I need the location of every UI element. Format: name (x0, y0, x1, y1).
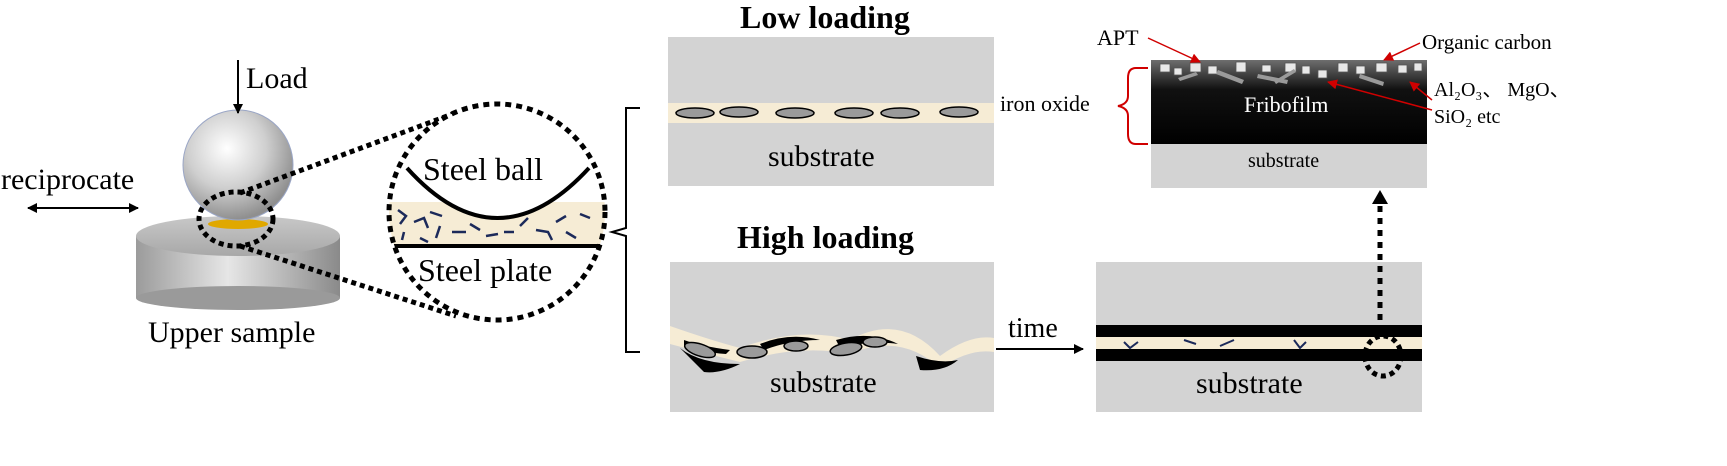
steel-ball-label: Steel ball (423, 151, 543, 187)
low-substrate-label: substrate (768, 140, 875, 173)
after-substrate-label: substrate (1196, 367, 1303, 400)
test-setup: Load reciprocate Upper sample (1, 60, 459, 349)
oxides-arrow-2 (1327, 79, 1433, 111)
tribofilm-label: Fribofilm (1244, 92, 1328, 117)
organic-carbon-label: Organic carbon (1422, 30, 1552, 54)
high-loading-panel: High loading substrate (670, 219, 994, 412)
magnify-line-top (239, 109, 459, 196)
tribofilm-substrate (1151, 143, 1427, 188)
low-top-block (668, 37, 994, 103)
steel-ball (182, 109, 294, 221)
magnify-dotted-circle (386, 101, 608, 323)
steel-plate-label: Steel plate (418, 252, 552, 288)
oxides-arrow-1 (1409, 81, 1433, 101)
high-oxide-particles (683, 336, 888, 359)
apt-label: APT (1097, 25, 1139, 50)
organic-carbon-arrow (1383, 42, 1421, 61)
lower-cylinder (136, 216, 340, 310)
low-substrate (668, 123, 994, 186)
load-label: Load (246, 62, 308, 95)
high-loading-title: High loading (737, 219, 914, 255)
contact-zone (208, 219, 268, 229)
after-oxide-layer (1096, 337, 1422, 349)
tribofilm-substrate-label: substrate (1248, 150, 1319, 172)
tribofilm-panel: Fribofilm substrate APT Organic carbon A… (1097, 25, 1570, 188)
zoom-up-arrowhead (1372, 190, 1388, 204)
after-film-bottom (1096, 349, 1422, 361)
wear-debris (397, 209, 591, 244)
after-debris (1123, 339, 1307, 350)
surface-particles (1159, 61, 1423, 79)
after-time-panel: substrate (1096, 190, 1422, 412)
high-substrate-label: substrate (770, 366, 877, 399)
tribofilm-thickness-bracket (1117, 67, 1148, 145)
low-loading-title: Low loading (740, 0, 910, 35)
after-film-top (1096, 325, 1422, 337)
after-dotted-circle (1362, 333, 1404, 379)
reciprocate-label: reciprocate (1, 163, 134, 196)
oxides-label-line1: Al₂O₃、 MgO、 (1434, 79, 1570, 101)
low-loading-panel: Low loading substrate iron oxide (668, 0, 1090, 186)
contact-dotted-circle (196, 189, 276, 249)
steel-ball-outline (405, 166, 591, 220)
iron-oxide-label: iron oxide (1000, 91, 1090, 116)
low-oxide-particles (675, 106, 979, 119)
apt-arrow (1147, 37, 1201, 63)
time-label: time (1008, 313, 1058, 344)
surface-flakes (1178, 69, 1384, 86)
upper-sample-label: Upper sample (148, 316, 315, 349)
scenario-bracket (608, 107, 640, 353)
magnify-line-bottom (239, 243, 457, 319)
oxides-label-line2: SiO₂ etc (1434, 106, 1501, 128)
magnified-contact: Steel ball Steel plate (386, 101, 608, 323)
